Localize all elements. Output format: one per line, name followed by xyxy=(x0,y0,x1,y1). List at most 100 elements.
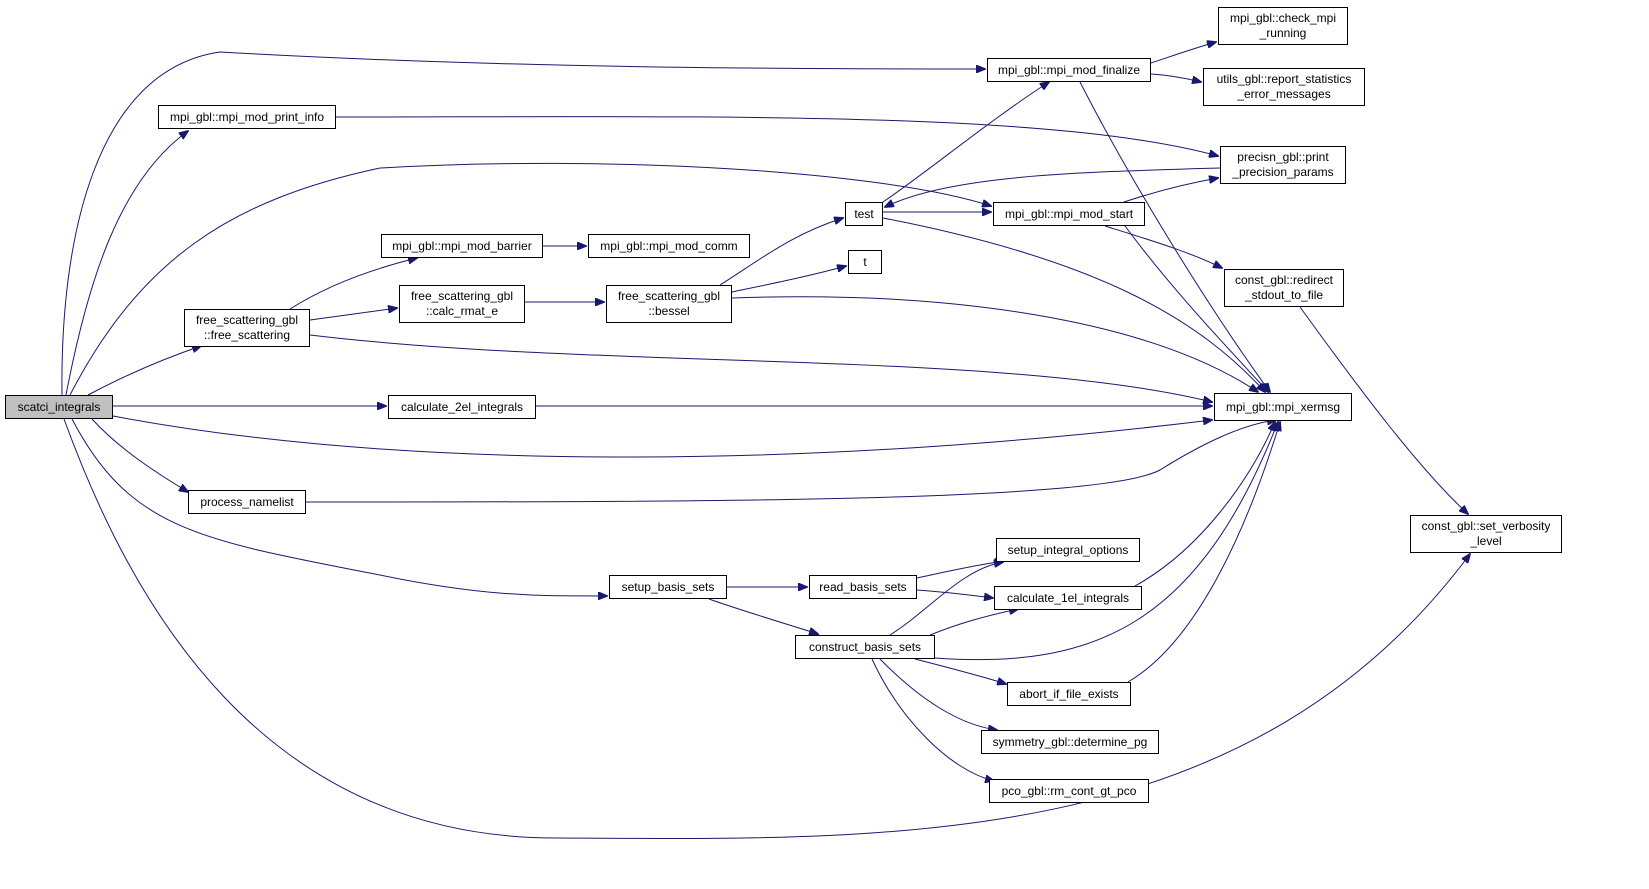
edge-mod_start-to-xermsg xyxy=(1124,225,1268,392)
node-mod-comm[interactable]: mpi_gbl::mpi_mod_comm xyxy=(588,234,750,258)
node-label-line: precisn_gbl::print xyxy=(1237,150,1329,164)
node-label-line: symmetry_gbl::determine_pg xyxy=(992,734,1148,749)
node-label-line: pco_gbl::rm_cont_gt_pco xyxy=(1001,783,1137,798)
edge-construct_basis_sets-to-determine_pg xyxy=(879,658,997,730)
node-mod-barrier[interactable]: mpi_gbl::mpi_mod_barrier xyxy=(381,234,543,258)
edge-read_basis_sets-to-setup_integral_options xyxy=(916,561,1004,579)
edge-construct_basis_sets-to-calc_1el xyxy=(929,609,1018,636)
edge-scatci_integrals-to-free_scattering xyxy=(87,346,201,396)
edge-mod_print_info-to-print_precision xyxy=(335,116,1218,156)
node-label-line: utils_gbl::report_statistics xyxy=(1216,72,1352,86)
node-setup-integral-options[interactable]: setup_integral_options xyxy=(996,538,1140,562)
edge-print_precision-to-test xyxy=(885,167,1221,207)
edge-bessel-to-xermsg xyxy=(731,296,1258,392)
node-setup-basis-sets[interactable]: setup_basis_sets xyxy=(609,575,727,599)
node-label-line: mpi_gbl::check_mpi xyxy=(1229,11,1337,25)
edge-scatci_integrals-to-setup_basis_sets xyxy=(71,418,607,596)
edge-construct_basis_sets-to-xermsg xyxy=(934,422,1278,661)
node-check-mpi[interactable]: mpi_gbl::check_mpi_running xyxy=(1218,7,1348,45)
node-label-line: scatci_integrals xyxy=(17,399,101,414)
edge-calc_1el-to-xermsg xyxy=(1134,422,1275,587)
edge-redirect_stdout-to-set_verbosity xyxy=(1299,306,1468,514)
edge-scatci_integrals-to-process_namelist xyxy=(91,418,188,492)
node-mod-start[interactable]: mpi_gbl::mpi_mod_start xyxy=(993,202,1145,226)
node-label-line: setup_basis_sets xyxy=(621,579,715,594)
node-label-line: mpi_gbl::mpi_mod_finalize xyxy=(997,62,1141,77)
edge-mod_start-to-redirect_stdout xyxy=(1104,225,1222,268)
edge-scatci_integrals-to-set_verbosity xyxy=(63,418,1470,840)
node-test[interactable]: test xyxy=(845,202,883,226)
node-process-namelist[interactable]: process_namelist xyxy=(188,490,306,514)
edge-process_namelist-to-xermsg xyxy=(305,420,1276,503)
edge-free_scattering-to-xermsg xyxy=(309,334,1212,402)
edge-scatci_integrals-to-mod_start xyxy=(69,162,991,396)
edge-read_basis_sets-to-calc_1el xyxy=(916,589,993,598)
node-label-line: calculate_1el_integrals xyxy=(1006,590,1130,605)
node-calc-2el[interactable]: calculate_2el_integrals xyxy=(388,395,536,419)
node-label-line: mpi_gbl::mpi_mod_start xyxy=(1004,206,1134,221)
edge-construct_basis_sets-to-setup_integral_options xyxy=(889,562,1003,636)
node-label-line: _level xyxy=(1470,534,1502,548)
edge-setup_basis_sets-to-construct_basis_sets xyxy=(708,598,818,634)
node-label-line: ::calc_rmat_e xyxy=(425,304,499,318)
node-label-line: construct_basis_sets xyxy=(808,639,922,654)
node-label-line: _stdout_to_file xyxy=(1244,288,1324,302)
edge-free_scattering-to-mod_barrier xyxy=(289,258,417,310)
node-set-verbosity[interactable]: const_gbl::set_verbosity_level xyxy=(1410,515,1562,553)
node-label-line: mpi_gbl::mpi_xermsg xyxy=(1225,399,1341,414)
node-mod-finalize[interactable]: mpi_gbl::mpi_mod_finalize xyxy=(987,58,1151,82)
node-label-line: mpi_gbl::mpi_mod_print_info xyxy=(169,109,325,124)
node-label-line: ::free_scattering xyxy=(203,328,291,342)
edge-construct_basis_sets-to-abort_if_file_exists xyxy=(914,658,1006,684)
node-label-line: const_gbl::redirect xyxy=(1234,273,1334,287)
node-bessel[interactable]: free_scattering_gbl::bessel xyxy=(606,285,732,323)
edge-mod_start-to-print_precision xyxy=(1123,178,1218,203)
node-xermsg[interactable]: mpi_gbl::mpi_xermsg xyxy=(1214,393,1352,421)
node-t[interactable]: t xyxy=(848,250,882,274)
node-label-line: ::bessel xyxy=(648,304,690,318)
edge-bessel-to-t xyxy=(731,266,846,293)
edge-mod_finalize-to-xermsg xyxy=(1079,81,1270,392)
node-abort-if-file-exists[interactable]: abort_if_file_exists xyxy=(1007,682,1131,706)
node-label-line: _running xyxy=(1259,26,1307,40)
node-label-line: const_gbl::set_verbosity xyxy=(1421,519,1551,533)
node-label-line: t xyxy=(863,254,867,269)
node-label-line: free_scattering_gbl xyxy=(617,289,721,303)
node-report-stats[interactable]: utils_gbl::report_statistics_error_messa… xyxy=(1203,68,1365,106)
node-mod-print-info[interactable]: mpi_gbl::mpi_mod_print_info xyxy=(158,105,336,129)
node-label-line: free_scattering_gbl xyxy=(195,313,299,327)
edge-mod_finalize-to-check_mpi xyxy=(1150,42,1216,64)
edge-free_scattering-to-calc_rmat_e xyxy=(309,308,397,321)
node-read-basis-sets[interactable]: read_basis_sets xyxy=(809,575,917,599)
edge-construct_basis_sets-to-rm_cont xyxy=(871,658,994,781)
edge-scatci_integrals-to-xermsg xyxy=(112,415,1212,458)
node-label-line: abort_if_file_exists xyxy=(1019,686,1119,701)
node-rm-cont[interactable]: pco_gbl::rm_cont_gt_pco xyxy=(989,779,1149,803)
edge-scatci_integrals-to-mod_finalize xyxy=(61,51,985,396)
node-label-line: mpi_gbl::mpi_mod_barrier xyxy=(392,238,532,253)
node-free-scattering[interactable]: free_scattering_gbl::free_scattering xyxy=(184,309,310,347)
node-label-line: test xyxy=(854,206,874,221)
node-label-line: _error_messages xyxy=(1237,87,1331,101)
node-label-line: calculate_2el_integrals xyxy=(400,399,524,414)
node-construct-basis-sets[interactable]: construct_basis_sets xyxy=(795,635,935,659)
edge-abort_if_file_exists-to-xermsg xyxy=(1127,422,1280,683)
node-calc-rmat-e[interactable]: free_scattering_gbl::calc_rmat_e xyxy=(399,285,525,323)
node-determine-pg[interactable]: symmetry_gbl::determine_pg xyxy=(981,730,1159,754)
node-print-precision[interactable]: precisn_gbl::print_precision_params xyxy=(1220,146,1346,184)
node-redirect-stdout[interactable]: const_gbl::redirect_stdout_to_file xyxy=(1224,269,1344,307)
node-label-line: mpi_gbl::mpi_mod_comm xyxy=(600,238,738,253)
node-calc-1el[interactable]: calculate_1el_integrals xyxy=(994,586,1142,610)
node-label-line: _precision_params xyxy=(1232,165,1334,179)
node-label-line: process_namelist xyxy=(200,494,294,509)
edge-test-to-mod_finalize xyxy=(882,82,1049,203)
edge-bessel-to-test xyxy=(719,218,843,286)
node-label-line: read_basis_sets xyxy=(819,579,907,594)
edge-mod_finalize-to-report_stats xyxy=(1150,73,1201,82)
node-label-line: free_scattering_gbl xyxy=(410,289,514,303)
node-label-line: setup_integral_options xyxy=(1007,542,1129,557)
edge-test-to-xermsg xyxy=(882,217,1265,392)
edge-scatci_integrals-to-mod_print_info xyxy=(65,131,188,396)
